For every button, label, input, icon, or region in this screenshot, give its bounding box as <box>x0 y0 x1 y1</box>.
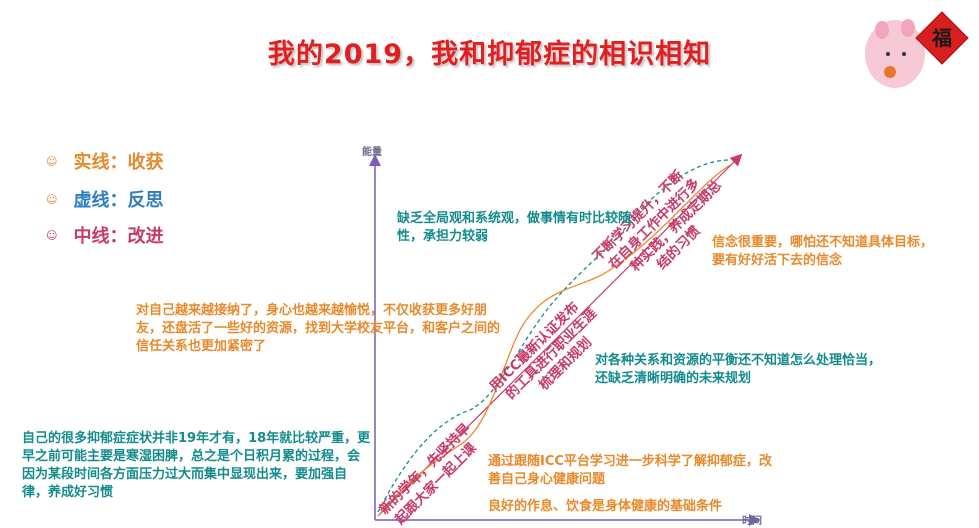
legend-meaning: 收获 <box>127 152 164 173</box>
text-block-right-mid: 对各种关系和资源的平衡还不知道怎么处理恰当，还缺乏清晰明确的未来规划 <box>595 353 882 386</box>
legend-sep: ： <box>109 190 128 211</box>
text-block-right-top: 信念很重要，哪怕还不知道具体目标，要有好好活下去的信念 <box>712 235 934 268</box>
legend-label: 中线 <box>73 226 110 247</box>
orange-fruit-icon <box>884 66 896 78</box>
legend-item-solid: ☺ 实线 ： 收获 <box>46 148 163 174</box>
middle-line <box>377 153 743 517</box>
legend-sep: ： <box>109 152 128 173</box>
legend-label: 实线 <box>73 152 110 173</box>
dashed-curve <box>377 159 731 513</box>
legend-meaning: 改进 <box>127 226 164 247</box>
fu-badge-icon <box>915 11 969 65</box>
page-title: 我的2019，我和抑郁症的相识相知 <box>267 39 712 70</box>
text-block-left-bottom: 自己的很多抑郁症症状并非19年才有，18年就比较严重，更早之前可能主要是寒湿困脾… <box>22 431 371 500</box>
text-block-mid-left: 对自己越来越接纳了，身心也越来越愉悦，不仅收获更多好朋友，还盘活了一些好的资源，… <box>136 303 501 354</box>
smiley-icon: ☺ <box>46 228 58 242</box>
text-block-top-mid: 缺乏全局观和系统观，做事情有时比较随性，承担力较弱 <box>397 211 632 244</box>
legend-item-middle: ☺ 中线 ： 改进 <box>46 222 163 248</box>
pig-fu-decoration: 福 <box>865 11 969 88</box>
x-axis-label: 时间 <box>742 516 762 527</box>
solid-curve <box>377 164 731 517</box>
legend-label: 虚线 <box>73 190 110 211</box>
fu-glyph: 福 <box>931 26 952 50</box>
text-block-bottom-right-2: 良好的作息、饮食是身体健康的基础条件 <box>488 499 723 514</box>
legend-meaning: 反思 <box>127 190 164 211</box>
y-axis-label: 能量 <box>362 147 382 158</box>
legend-item-dashed: ☺ 虚线 ： 反思 <box>46 186 163 212</box>
pig-icon <box>865 20 925 88</box>
text-block-bottom-right-1: 通过跟随ICC平台学习进一步科学了解抑郁症，改善自己身心健康问题 <box>488 454 772 487</box>
smiley-icon: ☺ <box>46 154 58 168</box>
smiley-icon: ☺ <box>46 192 58 206</box>
legend-sep: ： <box>109 226 128 247</box>
